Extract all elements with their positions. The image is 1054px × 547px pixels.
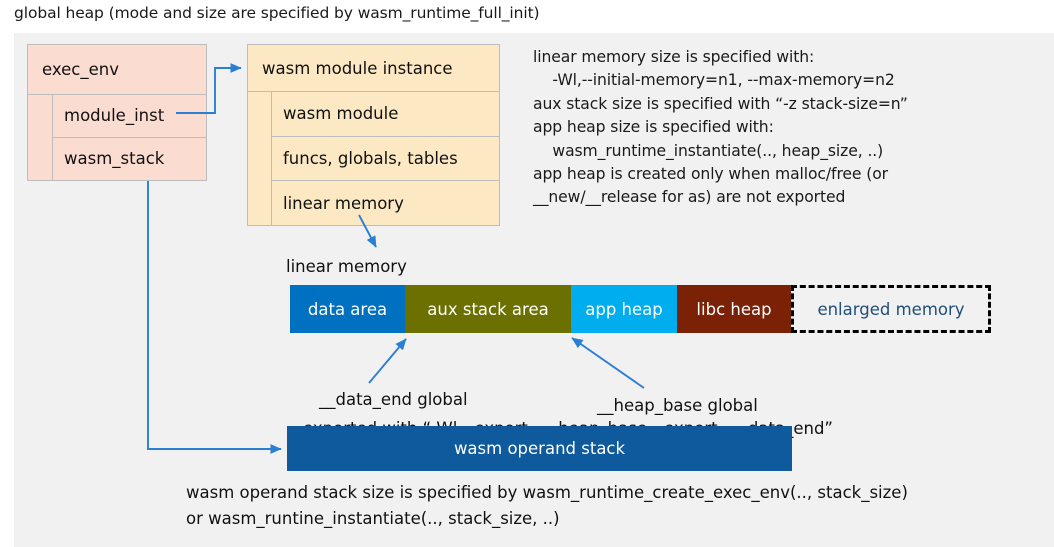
wasm-module-instance-body: wasm module funcs, globals, tables linea… xyxy=(248,92,499,226)
exec-env-rows: module_inst wasm_stack xyxy=(53,95,206,180)
wasm-module-instance-header: wasm module instance xyxy=(248,45,499,92)
data-end-global-label: __data_end global xyxy=(319,390,468,409)
configuration-notes: linear memory size is specified with: -W… xyxy=(533,48,908,207)
page-title: global heap (mode and size are specified… xyxy=(14,4,540,22)
arrow-heap-base-global xyxy=(571,337,645,389)
row-funcs-globals-tables: funcs, globals, tables xyxy=(272,137,499,182)
wasm-operand-stack-box: wasm operand stack xyxy=(287,426,792,471)
exec-env-header: exec_env xyxy=(28,45,206,95)
operand-stack-note: wasm operand stack size is specified by … xyxy=(186,483,908,528)
memory-segment-data-area: data area xyxy=(290,285,405,333)
row-linear-memory: linear memory xyxy=(283,193,404,213)
exec-env-row-wasm-stack: wasm_stack xyxy=(64,149,165,169)
memory-segment-libc-heap: libc heap xyxy=(677,285,791,333)
exec-env-body: module_inst wasm_stack xyxy=(28,95,206,180)
arrow-data-end-global xyxy=(368,338,407,384)
linear-memory-caption: linear memory xyxy=(286,257,407,276)
memory-segment-app-heap: app heap xyxy=(571,285,677,333)
diagram-canvas: exec_env module_inst wasm_stack wasm mod… xyxy=(14,33,1054,547)
heap-base-global-label: __heap_base global xyxy=(597,396,758,415)
wasm-module-instance-box: wasm module instance wasm module funcs, … xyxy=(247,44,500,226)
row-wasm-module: wasm module xyxy=(272,92,499,137)
exec-env-row-module-inst: module_inst xyxy=(53,95,206,138)
memory-segment-enlarged-memory: enlarged memory xyxy=(791,285,991,333)
memory-segment-aux-stack-area: aux stack area xyxy=(405,285,571,333)
exec-env-gutter xyxy=(28,95,53,180)
wasm-module-instance-gutter xyxy=(248,92,272,226)
exec-env-box: exec_env module_inst wasm_stack xyxy=(27,44,207,181)
wasm-module-instance-rows: wasm module funcs, globals, tables linea… xyxy=(272,92,499,226)
